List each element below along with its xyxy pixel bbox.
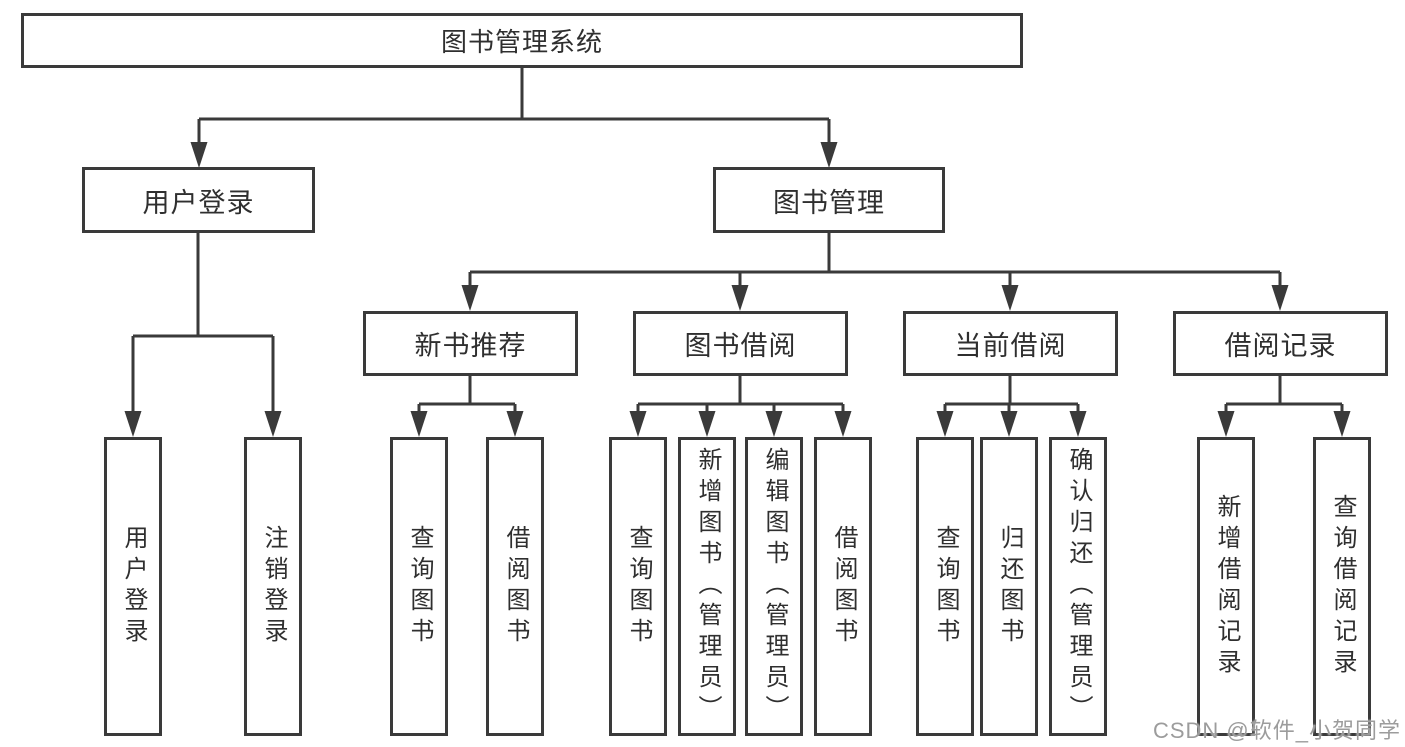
leaf-add-borrow-record: 新增借阅记录	[1197, 437, 1255, 736]
node-label: 新增图书（管理员）	[694, 447, 721, 726]
leaf-query-borrow-record: 查询借阅记录	[1313, 437, 1371, 736]
node-label: 借阅记录	[1224, 331, 1337, 361]
node-label: 图书管理系统	[440, 27, 603, 57]
node-label: 查询图书	[625, 524, 652, 649]
node-user-login: 用户登录	[82, 167, 315, 233]
node-borrowing-records: 借阅记录	[1173, 311, 1388, 376]
node-label: 用户登录	[142, 187, 255, 218]
node-label: 归还图书	[996, 524, 1023, 649]
leaf-add-book-admin: 新增图书（管理员）	[678, 437, 736, 736]
node-label: 查询图书	[406, 524, 433, 649]
node-new-book-recommend: 新书推荐	[363, 311, 578, 376]
leaf-edit-book-admin: 编辑图书（管理员）	[745, 437, 803, 736]
leaf-query-books-current: 查询图书	[916, 437, 974, 736]
node-current-borrowing: 当前借阅	[903, 311, 1118, 376]
leaf-confirm-return-admin: 确认归还（管理员）	[1049, 437, 1107, 736]
node-label: 图书管理	[773, 187, 885, 218]
node-book-borrowing: 图书借阅	[633, 311, 848, 376]
node-label: 用户登录	[120, 524, 147, 649]
node-label: 当前借阅	[954, 331, 1067, 361]
leaf-borrow-books: 借阅图书	[814, 437, 872, 736]
node-label: 查询借阅记录	[1329, 493, 1356, 680]
node-label: 注销登录	[260, 524, 287, 649]
leaf-logout: 注销登录	[244, 437, 302, 736]
node-label: 借阅图书	[502, 524, 529, 649]
leaf-borrow-books-recommend: 借阅图书	[486, 437, 544, 736]
node-label: 图书借阅	[684, 331, 797, 361]
node-root: 图书管理系统	[21, 13, 1023, 68]
leaf-query-books-borrowing: 查询图书	[609, 437, 667, 736]
leaf-user-login: 用户登录	[104, 437, 162, 736]
leaf-return-books: 归还图书	[980, 437, 1038, 736]
node-label: 确认归还（管理员）	[1065, 447, 1092, 726]
leaf-query-books-recommend: 查询图书	[390, 437, 448, 736]
node-label: 新增借阅记录	[1213, 493, 1240, 680]
node-label: 新书推荐	[414, 331, 527, 361]
watermark: CSDN @软件_小贺同学	[1152, 718, 1401, 743]
node-label: 编辑图书（管理员）	[761, 447, 788, 726]
node-label: 借阅图书	[830, 524, 857, 649]
node-label: 查询图书	[932, 524, 959, 649]
node-book-management: 图书管理	[713, 167, 945, 233]
